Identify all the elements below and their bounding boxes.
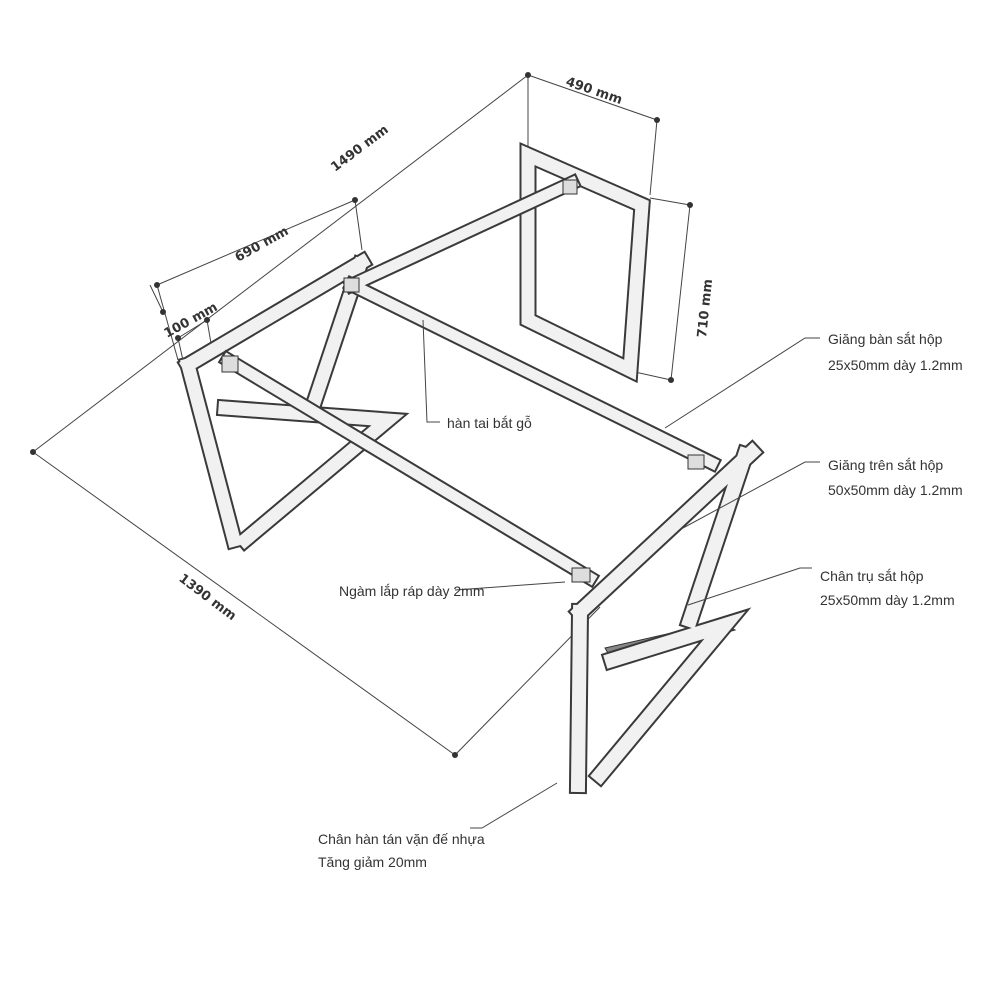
right-leg-frame bbox=[567, 439, 765, 795]
left-leg-frame bbox=[176, 250, 410, 552]
label-giang-ban-2: 25x50mm dày 1.2mm bbox=[828, 357, 963, 373]
callout-leaders bbox=[422, 319, 820, 829]
dim-710: 710 mm bbox=[695, 278, 716, 338]
callout-labels: hàn tai bắt gỗ Giăng bàn sắt hộp 25x50mm… bbox=[318, 331, 963, 870]
label-han-tai: hàn tai bắt gỗ bbox=[447, 415, 532, 431]
label-chan-tru-1: Chân trụ sắt hộp bbox=[820, 568, 924, 584]
label-chan-tru-2: 25x50mm dày 1.2mm bbox=[820, 592, 955, 608]
dim-1490: 1490 mm bbox=[328, 122, 391, 175]
dim-1390: 1390 mm bbox=[176, 571, 239, 624]
back-leg-frame bbox=[519, 141, 651, 384]
dim-490: 490 mm bbox=[564, 75, 624, 108]
dim-690: 690 mm bbox=[233, 224, 292, 266]
label-giang-tren-1: Giăng trên sắt hộp bbox=[828, 457, 943, 473]
label-chan-han-1: Chân hàn tán vặn đế nhựa bbox=[318, 831, 485, 847]
label-chan-han-2: Tăng giảm 20mm bbox=[318, 854, 427, 870]
beams bbox=[217, 173, 723, 589]
label-ngam: Ngàm lắp ráp dày 2mm bbox=[339, 583, 485, 599]
label-giang-ban-1: Giăng bàn sắt hộp bbox=[828, 331, 943, 347]
joint-plates bbox=[221, 179, 705, 583]
dim-100: 100 mm bbox=[162, 300, 221, 342]
label-giang-tren-2: 50x50mm dày 1.2mm bbox=[828, 482, 963, 498]
